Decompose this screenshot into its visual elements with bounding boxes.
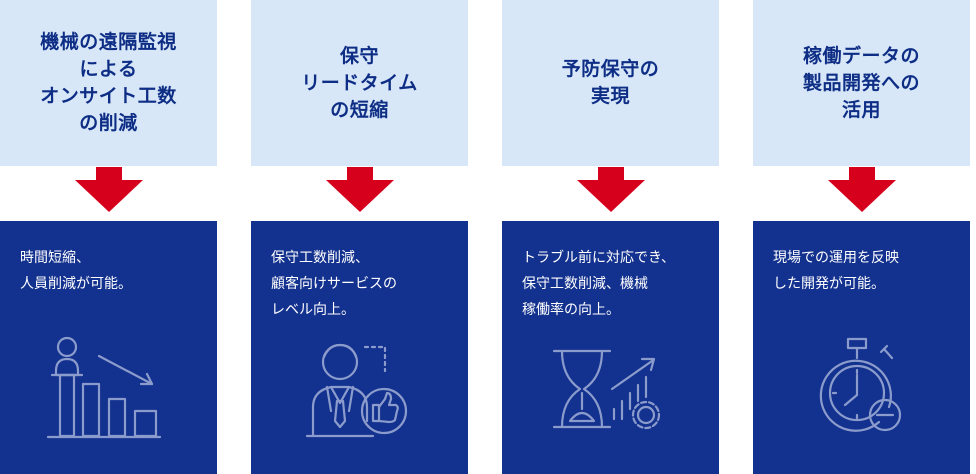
step-3-description: トラブル前に対応でき、 保守工数削減、機械 稼働率の向上。 [522,250,676,318]
step-3-header: 予防保守の 実現 [502,0,719,166]
step-1-body: 時間短縮、 人員削減が可能。 [0,221,217,474]
businessman-thumbs-up-icon [305,343,408,438]
stopwatch-minus-icon [819,337,902,432]
hourglass-growth-gear-icon [552,349,661,430]
step-1-description: 時間短縮、 人員削減が可能。 [20,250,132,292]
step-3-title: 予防保守の 実現 [561,58,660,107]
down-arrow-icon [828,167,896,212]
step-4-body: 現場での運用を反映 した開発が可能。 [753,221,970,474]
step-3-body: トラブル前に対応でき、 保守工数削減、機械 稼働率の向上。 [502,221,719,474]
step-4-title: 稼働データの 製品開発への 活用 [802,44,920,121]
step-4-header: 稼働データの 製品開発への 活用 [753,0,970,166]
step-2-description: 保守工数削減、 顧客向けサービスの レベル向上。 [271,250,397,318]
down-arrow-icon [326,167,394,212]
down-arrow-icon [75,167,143,212]
person-bar-decline-icon [46,336,162,439]
step-4-description: 現場での運用を反映 した開発が可能。 [773,250,899,292]
step-2-body: 保守工数削減、 顧客向けサービスの レベル向上。 [251,221,468,474]
down-arrow-icon [577,167,645,212]
step-1-header: 機械の遠隔監視 による オンサイト工数 の削減 [0,0,217,166]
step-1: 機械の遠隔監視 による オンサイト工数 の削減 時間短縮、 人員削減が可能。 [0,0,217,474]
step-3: 予防保守の 実現 トラブル前に対応でき、 保守工数削減、機械 稼働率の向上。 [502,0,719,474]
step-2: 保守 リードタイム の短縮 保守工数削減、 顧客向けサービスの レベル向上。 [251,0,468,474]
step-1-title: 機械の遠隔監視 による オンサイト工数 の削減 [40,31,177,134]
step-4: 稼働データの 製品開発への 活用 現場での運用を反映 した開発が可能。 [753,0,970,474]
step-2-title: 保守 リードタイム の短縮 [301,44,418,121]
step-2-header: 保守 リードタイム の短縮 [251,0,468,166]
